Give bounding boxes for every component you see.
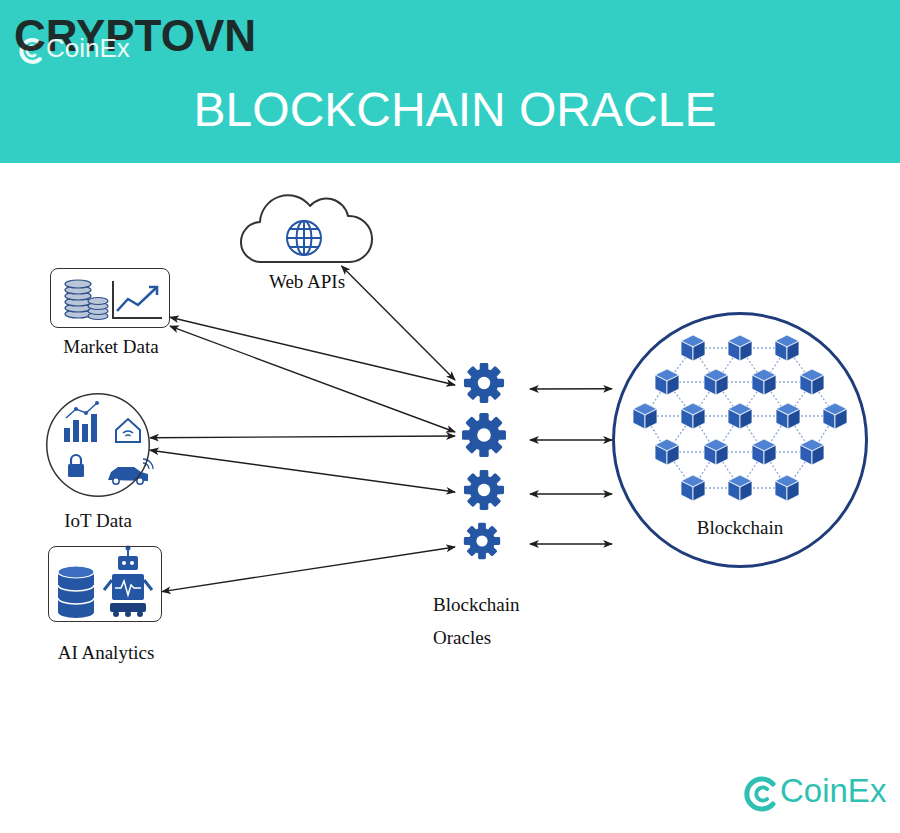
- source-circle: IoT Data: [46, 393, 150, 497]
- double-arrow: [530, 439, 612, 440]
- iot-icon: [64, 401, 153, 484]
- brand-logo: CoinEx: [46, 34, 130, 63]
- node-label: AI Analytics: [39, 641, 173, 666]
- brand-logo: CoinEx: [780, 773, 886, 809]
- double-arrow: [530, 388, 612, 390]
- double-arrow: [150, 450, 455, 492]
- ai-icon: [58, 546, 152, 619]
- globe-icon: [287, 221, 321, 255]
- header-band: [0, 0, 900, 163]
- double-arrow: [342, 266, 456, 380]
- source-box: Market Data: [50, 268, 170, 328]
- gear-icons: [462, 363, 506, 559]
- market-icon: [65, 280, 162, 320]
- double-arrow: [530, 543, 612, 544]
- double-arrow: [170, 326, 455, 432]
- circle-outline: [46, 393, 150, 497]
- circle-outline: [47, 394, 150, 497]
- page-title: BLOCKCHAIN ORACLE: [0, 80, 900, 140]
- node-label: IoT Data: [36, 509, 160, 534]
- source-box: AI Analytics: [48, 546, 162, 622]
- double-arrow: [150, 436, 455, 438]
- blockchain-circle: Blockchain: [612, 312, 868, 568]
- node-label: Web APIs: [228, 270, 386, 295]
- block-cubes: [633, 335, 847, 501]
- node-label: Blockchain Oracles: [433, 588, 563, 654]
- double-arrow: [530, 493, 612, 494]
- cloud-outline: [238, 186, 376, 266]
- chain-links: [645, 348, 835, 488]
- node-label: Blockchain: [612, 516, 868, 541]
- logo-icon: [747, 779, 773, 809]
- double-arrow: [162, 547, 455, 592]
- node-label: Market Data: [41, 335, 181, 360]
- api-cloud: Web APIs: [238, 186, 376, 266]
- oracle-group: Blockchain Oracles: [455, 362, 530, 562]
- cloud-outline: [241, 195, 372, 262]
- double-arrow: [170, 317, 455, 385]
